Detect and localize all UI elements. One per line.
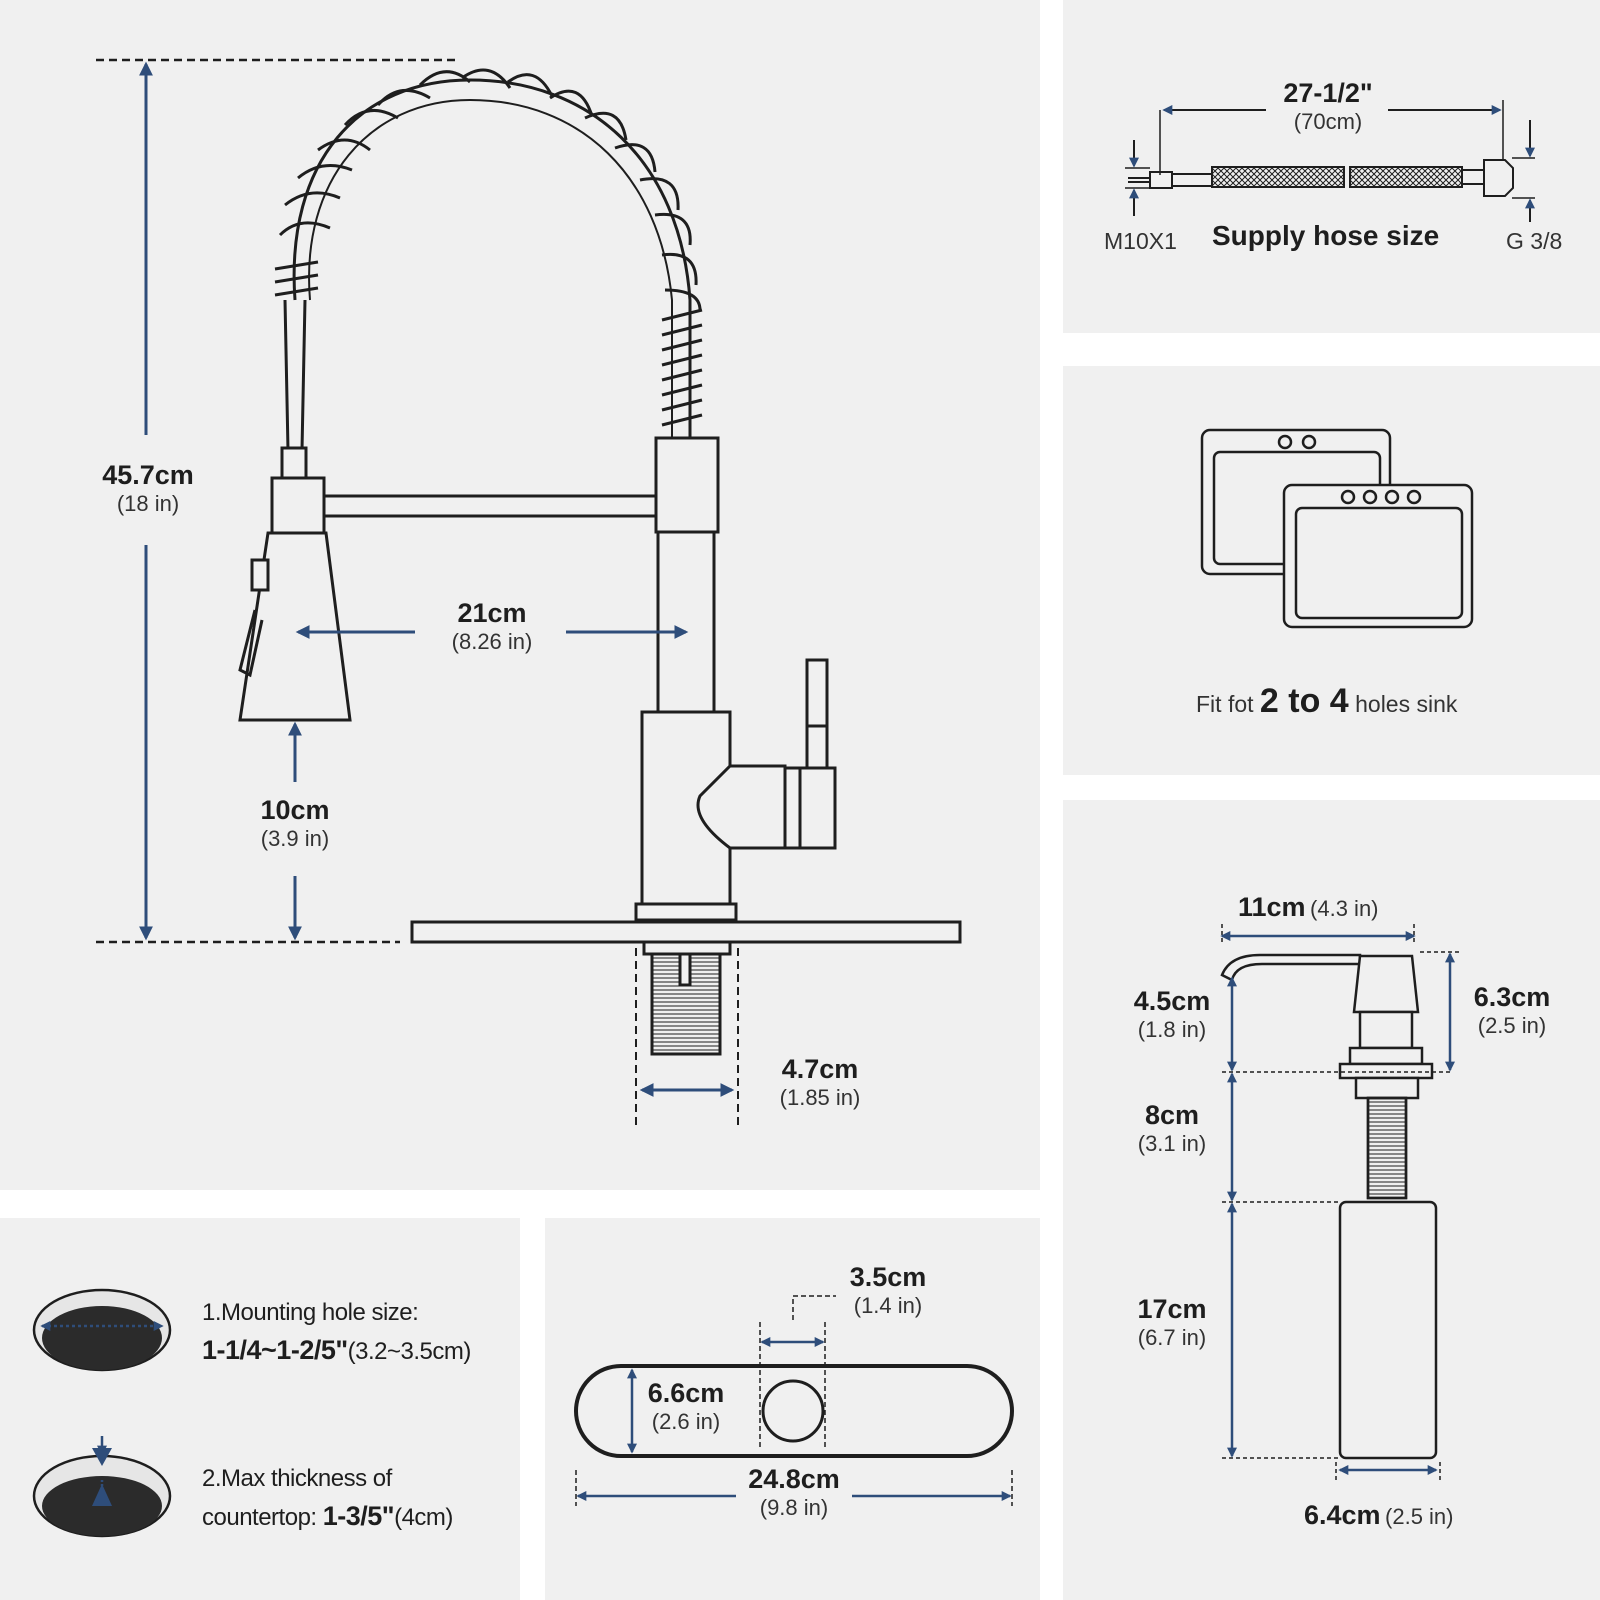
mounting-hole-icon bbox=[32, 1288, 172, 1372]
faucet-dimensions bbox=[96, 58, 739, 1125]
sink-caption: Fit fot 2 to 4 holes sink bbox=[1196, 682, 1457, 721]
item2-label: 2.Max thickness of bbox=[202, 1465, 392, 1492]
item2-prefix: countertop: bbox=[202, 1503, 323, 1531]
plate-hole-cm: 3.5cm bbox=[849, 1262, 927, 1292]
disp-shank-label: 8cm (3.1 in) bbox=[1120, 1100, 1224, 1156]
item2-value: 1-3/5" bbox=[322, 1500, 395, 1531]
plate-hole-label: 3.5cm (1.4 in) bbox=[836, 1262, 940, 1318]
shank-in: (1.85 in) bbox=[779, 1085, 861, 1111]
sink-drawing bbox=[1200, 428, 1474, 629]
disp-bottle-in: (6.7 in) bbox=[1137, 1325, 1207, 1351]
sprayer-cm: 10cm bbox=[260, 795, 330, 825]
reach-in: (8.26 in) bbox=[451, 629, 533, 655]
plate-hole bbox=[761, 1379, 825, 1443]
disp-top-cm: 6.3cm bbox=[1473, 982, 1551, 1012]
disp-width-in: (2.5 in) bbox=[1385, 1504, 1454, 1529]
height-cm: 45.7cm bbox=[102, 460, 194, 490]
disp-head-label: 4.5cm (1.8 in) bbox=[1120, 986, 1224, 1042]
deck-plate-drawing bbox=[574, 1364, 1014, 1458]
hose-title: Supply hose size bbox=[1212, 220, 1440, 251]
deck-plate bbox=[410, 920, 962, 944]
mounting-hole-text: 1.Mounting hole size: 1-1/4~1-2/5"(3.2~3… bbox=[202, 1296, 471, 1370]
dispenser-shank bbox=[1366, 1096, 1408, 1200]
dispenser-drawing bbox=[1220, 953, 1438, 1460]
item1-value: 1-1/4~1-2/5" bbox=[202, 1334, 348, 1365]
sink-emph: 2 to 4 bbox=[1259, 682, 1349, 720]
plate-height-label: 6.6cm (2.6 in) bbox=[634, 1378, 738, 1434]
disp-top-in: (2.5 in) bbox=[1477, 1013, 1547, 1039]
spring-hose bbox=[292, 78, 692, 440]
sink-prefix: Fit fot bbox=[1196, 691, 1254, 717]
sink-suffix: holes sink bbox=[1355, 691, 1458, 717]
disp-bottle-cm: 17cm bbox=[1137, 1294, 1207, 1324]
disp-width-label: 6.4cm (2.5 in) bbox=[1304, 1500, 1454, 1531]
faucet-panel bbox=[0, 0, 1040, 1190]
plate-width-label: 24.8cm (9.8 in) bbox=[736, 1464, 852, 1520]
sprayer-label: 10cm (3.9 in) bbox=[240, 795, 350, 851]
hose-length-label: 27-1/2" (70cm) bbox=[1268, 78, 1388, 134]
reach-label: 21cm (8.26 in) bbox=[432, 598, 552, 654]
handle-lever bbox=[805, 658, 829, 770]
plate-width-in: (9.8 in) bbox=[759, 1495, 829, 1521]
dispenser-spout bbox=[1220, 953, 1362, 982]
hose-length-cm: (70cm) bbox=[1293, 109, 1363, 135]
plate-width-cm: 24.8cm bbox=[748, 1464, 840, 1494]
height-in: (18 in) bbox=[116, 491, 180, 517]
hose-right-thread: G 3/8 bbox=[1506, 228, 1563, 254]
faucet-drawing bbox=[238, 68, 962, 1056]
swing-arm bbox=[322, 494, 660, 518]
plate-height-in: (2.6 in) bbox=[651, 1409, 721, 1435]
countertop-thickness-icon bbox=[32, 1436, 172, 1538]
hose-drawing bbox=[1125, 100, 1535, 199]
handle-hub bbox=[696, 764, 787, 850]
sprayer-in: (3.9 in) bbox=[260, 826, 330, 852]
disp-shank-cm: 8cm bbox=[1144, 1100, 1200, 1130]
hose-nut bbox=[1483, 159, 1514, 197]
disp-top-label: 6.3cm (2.5 in) bbox=[1460, 982, 1564, 1038]
faucet-head-block bbox=[654, 436, 720, 534]
item1-label: 1.Mounting hole size: bbox=[202, 1299, 419, 1326]
hose-length: 27-1/2" bbox=[1283, 78, 1373, 108]
disp-head-in: (1.8 in) bbox=[1137, 1017, 1207, 1043]
height-label: 45.7cm (18 in) bbox=[86, 460, 210, 516]
sprayer-collar bbox=[270, 476, 326, 535]
plate-height-cm: 6.6cm bbox=[647, 1378, 725, 1408]
plate-hole-in: (1.4 in) bbox=[853, 1293, 923, 1319]
hose-braid-right bbox=[1349, 166, 1463, 188]
reach-cm: 21cm bbox=[457, 598, 527, 628]
hose-left-thread: M10X1 bbox=[1104, 228, 1177, 254]
holes-panel bbox=[0, 1218, 520, 1600]
dispenser-pump bbox=[1352, 954, 1420, 1014]
shank-cm: 4.7cm bbox=[781, 1054, 859, 1084]
disp-spout-cm: 11cm bbox=[1238, 892, 1306, 922]
disp-spout-in: (4.3 in) bbox=[1310, 896, 1379, 921]
disp-spout-label: 11cm (4.3 in) bbox=[1238, 892, 1379, 923]
spring-coils bbox=[274, 68, 703, 427]
hose-braid-left bbox=[1211, 166, 1345, 188]
dispenser-bottle bbox=[1338, 1200, 1438, 1460]
shank-label: 4.7cm (1.85 in) bbox=[760, 1054, 880, 1110]
disp-width-cm: 6.4cm bbox=[1304, 1500, 1381, 1530]
item2-metric: (4cm) bbox=[394, 1503, 453, 1531]
countertop-text: 2.Max thickness of countertop: 1-3/5"(4c… bbox=[202, 1462, 453, 1536]
disp-head-cm: 4.5cm bbox=[1133, 986, 1211, 1016]
item1-metric: (3.2~3.5cm) bbox=[347, 1337, 472, 1365]
faucet-body bbox=[656, 530, 716, 714]
disp-bottle-label: 17cm (6.7 in) bbox=[1120, 1294, 1224, 1350]
disp-shank-in: (3.1 in) bbox=[1137, 1131, 1207, 1157]
